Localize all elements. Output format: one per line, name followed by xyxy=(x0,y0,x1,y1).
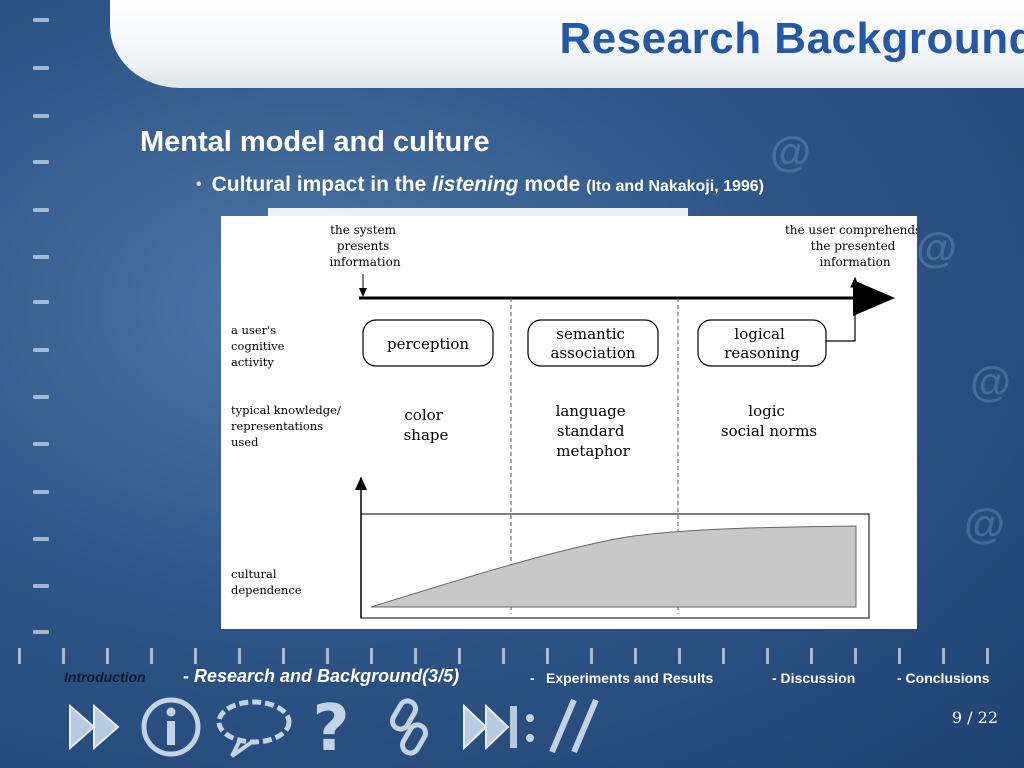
label-user-comprehends: the user comprehends the presented infor… xyxy=(785,223,917,269)
box-logical-reasoning xyxy=(697,319,827,367)
row-label-knowledge: typical knowledge/ representations used xyxy=(231,403,344,449)
row-label-activity: a user's cognitive activity xyxy=(231,323,288,369)
bullet-text: Cultural impact in the xyxy=(211,173,433,196)
at-symbol-decoration: @ xyxy=(916,224,957,271)
box-perception xyxy=(362,319,494,367)
at-symbol-decoration: @ xyxy=(770,128,811,175)
page-number: 9 / 22 xyxy=(951,708,998,727)
question-icon[interactable]: ? xyxy=(306,692,356,762)
knowledge-semantic: language standard metaphor xyxy=(556,402,631,460)
speech-bubble-icon[interactable] xyxy=(214,692,294,762)
nav-separator: - xyxy=(530,670,535,686)
skip-end-icon[interactable] xyxy=(460,692,610,762)
info-icon[interactable] xyxy=(138,692,204,762)
box-semantic-association xyxy=(527,319,659,367)
at-symbol-decoration: @ xyxy=(964,500,1005,547)
nav-conclusions[interactable]: - Conclusions xyxy=(897,670,990,686)
cultural-dependence-curve xyxy=(370,525,857,608)
comprehension-arrow xyxy=(826,276,860,342)
row-label-cultural: cultural dependence xyxy=(231,567,302,597)
nav-research-background[interactable]: - Research and Background(3/5) xyxy=(183,666,460,686)
nav-discussion[interactable]: - Discussion xyxy=(772,670,856,686)
fast-forward-icon[interactable] xyxy=(66,692,126,762)
bullet-dot-icon: • xyxy=(196,176,202,193)
footer-tick-decoration xyxy=(18,648,1008,666)
svg-text:?: ? xyxy=(312,692,349,762)
box-perception-label: perception xyxy=(387,335,469,353)
nav-experiments-results[interactable]: Experiments and Results xyxy=(546,670,714,686)
bullet-emphasis: listening xyxy=(432,173,519,196)
section-nav: Introduction - Research and Background(3… xyxy=(64,666,1019,692)
link-icon[interactable] xyxy=(384,692,434,762)
cultural-dependence-frame xyxy=(360,513,870,619)
nav-introduction[interactable]: Introduction xyxy=(64,669,146,685)
slide-title: Research Background xyxy=(559,14,1024,63)
label-system-presents: the system presents information xyxy=(329,223,400,269)
side-dash-decoration xyxy=(33,0,53,660)
knowledge-perception: color shape xyxy=(404,406,449,444)
cognitive-model-figure: the system presents information the user… xyxy=(221,216,917,629)
at-symbol-decoration: @ xyxy=(970,358,1011,405)
bullet-citation: (Ito and Nakakoji, 1996) xyxy=(586,178,765,195)
box-logical-reasoning-label: logical reasoning xyxy=(724,325,800,362)
bullet-point: • Cultural impact in the listening mode (… xyxy=(196,173,764,197)
knowledge-logical: logic social norms xyxy=(721,402,817,440)
box-semantic-association-label: semantic association xyxy=(550,325,635,362)
slide-heading: Mental model and culture xyxy=(140,126,490,158)
bullet-text: mode xyxy=(518,173,587,196)
title-bar: Research Background xyxy=(110,0,1024,88)
slide-control-icons: ? xyxy=(66,692,626,764)
